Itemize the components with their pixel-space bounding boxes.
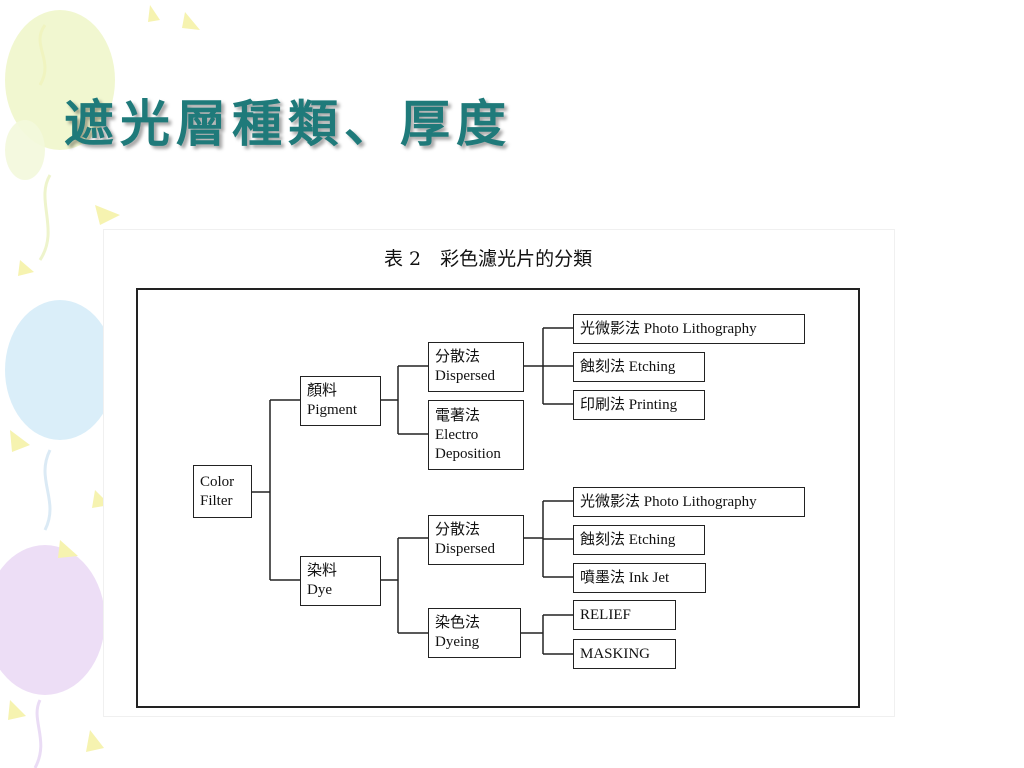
node-color-filter-line2: Filter — [200, 492, 233, 509]
node-electro-deposition: 電著法 Electro Deposition — [428, 400, 524, 470]
table-caption: 表 2 彩色濾光片的分類 — [384, 248, 593, 270]
node-pigment-etching-label: 蝕刻法 Etching — [580, 358, 676, 375]
node-pigment: 顏料 Pigment — [300, 376, 381, 426]
node-dye-photo-lithography: 光微影法 Photo Lithography — [573, 487, 805, 517]
node-pigment-dispersed: 分散法 Dispersed — [428, 342, 524, 392]
diagram-frame — [136, 288, 860, 708]
node-dyeing: 染色法 Dyeing — [428, 608, 521, 658]
node-pigment-dispersed-en: Dispersed — [435, 368, 495, 384]
node-masking: MASKING — [573, 639, 676, 669]
node-pigment-en: Pigment — [307, 402, 358, 418]
node-relief-label: RELIEF — [580, 606, 631, 623]
node-dye-en: Dye — [307, 582, 332, 598]
node-pigment-printing: 印刷法 Printing — [573, 390, 705, 420]
node-dye-etching-label: 蝕刻法 Etching — [580, 531, 676, 548]
node-dyeing-en: Dyeing — [435, 634, 480, 650]
node-pigment-printing-label: 印刷法 Printing — [580, 396, 678, 413]
node-electro-zh: 電著法 — [435, 407, 481, 424]
node-pigment-photo-label: 光微影法 Photo Lithography — [580, 320, 757, 337]
node-dye-inkjet: 噴墨法 Ink Jet — [573, 563, 706, 593]
node-electro-en2: Deposition — [435, 445, 501, 462]
node-dye-dispersed: 分散法 Dispersed — [428, 515, 524, 565]
node-pigment-etching: 蝕刻法 Etching — [573, 352, 705, 382]
node-dye-dispersed-zh: 分散法 — [435, 522, 481, 538]
slide-title: 遮光層種類、厚度 — [64, 94, 512, 153]
node-masking-label: MASKING — [580, 645, 651, 662]
node-color-filter: Color Filter — [193, 465, 252, 518]
node-relief: RELIEF — [573, 600, 676, 630]
node-dye-inkjet-label: 噴墨法 Ink Jet — [580, 569, 670, 586]
node-dye-photo-label: 光微影法 Photo Lithography — [580, 493, 757, 510]
node-electro-en1: Electro — [435, 426, 479, 443]
node-dye-dispersed-en: Dispersed — [435, 541, 495, 557]
node-dyeing-zh: 染色法 — [435, 615, 481, 631]
node-dye-etching: 蝕刻法 Etching — [573, 525, 705, 555]
node-pigment-zh: 顏料 — [307, 383, 338, 399]
node-pigment-photo-lithography: 光微影法 Photo Lithography — [573, 314, 805, 344]
node-pigment-dispersed-zh: 分散法 — [435, 349, 481, 365]
node-dye: 染料 Dye — [300, 556, 381, 606]
node-color-filter-line1: Color — [200, 473, 235, 490]
node-dye-zh: 染料 — [307, 563, 338, 579]
